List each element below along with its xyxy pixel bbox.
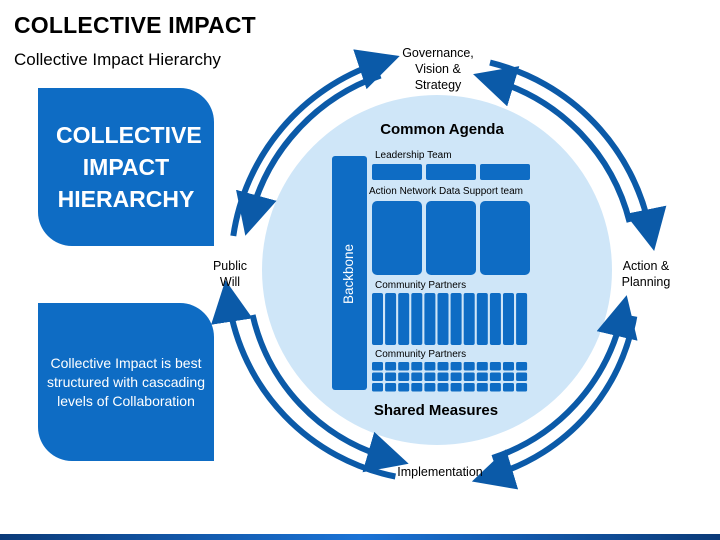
community-partner-small-block (424, 362, 436, 371)
community-partner-small-block (476, 362, 488, 371)
community-partner-small-block (516, 372, 528, 381)
community-partner-small-block (476, 383, 488, 392)
community-partners-label-1: Community Partners (375, 280, 466, 291)
backbone-bar (332, 156, 367, 390)
community-partner-block (489, 293, 501, 345)
action-planning-label-line-1: Action & (622, 259, 670, 273)
community-partner-small-block (463, 372, 475, 381)
arrow-public-to-implementation (249, 314, 409, 473)
community-partner-block (411, 293, 423, 345)
arrow-governance-to-public (236, 72, 382, 236)
community-partner-small-block (385, 362, 397, 371)
community-partner-small-block (372, 362, 383, 371)
community-partner-small-block (411, 372, 423, 381)
community-partner-small-block (398, 383, 410, 392)
governance-label-line-3: Strategy (414, 78, 462, 92)
community-partner-small-block (437, 383, 449, 392)
shared-measures-label: Shared Measures (374, 402, 498, 419)
action-network-block (426, 201, 476, 275)
arrow-action-to-implementation (471, 315, 638, 490)
community-partner-block (476, 293, 488, 345)
community-partner-small-block (489, 362, 501, 371)
community-partner-small-block (411, 362, 423, 371)
backbone-label: Backbone (341, 244, 356, 304)
community-partners-label-2: Community Partners (375, 349, 466, 360)
community-partner-block (437, 293, 449, 345)
hierarchy-title-box: COLLECTIVE IMPACT HIERARCHY (38, 88, 214, 246)
action-network-block (372, 201, 422, 275)
community-partner-small-block (385, 372, 397, 381)
leadership-team-block (426, 164, 476, 180)
governance-label-line-1: Governance, (402, 46, 474, 60)
governance-label-line-2: Vision & (415, 62, 461, 76)
community-partner-small-block (450, 383, 462, 392)
community-partner-small-block (398, 362, 410, 371)
community-partner-block (516, 293, 528, 345)
arrow-implementation-to-action (491, 295, 638, 461)
action-network-label: Action Network Data Support team (369, 186, 523, 197)
community-partner-small-block (503, 383, 514, 392)
community-partner-small-block (372, 383, 383, 392)
arrow-implementation-to-public (211, 280, 396, 480)
footer-bar (0, 534, 720, 540)
community-partner-small-block (489, 383, 501, 392)
public-will-label-line-2: Will (219, 275, 241, 289)
implementation-label: Implementation (385, 464, 495, 480)
public-will-label-line-1: Public (212, 259, 248, 273)
governance-label: Governance, Vision & Strategy (392, 45, 484, 93)
hierarchy-title-line-3: HIERARCHY (57, 186, 195, 212)
common-agenda-label: Common Agenda (380, 121, 504, 138)
community-partner-small-block (424, 383, 436, 392)
community-partner-block (450, 293, 462, 345)
community-partner-small-block (503, 362, 514, 371)
community-partner-small-block (437, 372, 449, 381)
action-planning-label-line-2: Planning (621, 275, 671, 289)
arrow-governance-to-action (489, 59, 667, 251)
community-partner-block (398, 293, 410, 345)
community-partner-block (424, 293, 436, 345)
community-partner-small-block (424, 372, 436, 381)
community-partner-block (503, 293, 514, 345)
description-text: Collective Impact is best structured wit… (47, 354, 205, 409)
implementation-label-line-1: Implementation (397, 465, 483, 479)
leadership-team-label: Leadership Team (375, 150, 452, 161)
page-subtitle: Collective Impact Hierarchy (14, 50, 221, 69)
community-partner-small-block (489, 372, 501, 381)
action-planning-label: Action & Planning (608, 258, 684, 290)
community-partner-block (463, 293, 475, 345)
community-partner-small-block (516, 383, 528, 392)
arrow-action-to-governance (473, 66, 633, 223)
leadership-team-block (372, 164, 422, 180)
community-partner-small-block (385, 383, 397, 392)
page-title: COLLECTIVE IMPACT (14, 12, 256, 38)
community-partner-small-block (398, 372, 410, 381)
hierarchy-title-line-2: IMPACT (82, 154, 170, 180)
community-partner-small-block (437, 362, 449, 371)
description-box: Collective Impact is best structured wit… (38, 303, 214, 461)
community-partner-small-block (411, 383, 423, 392)
community-partner-small-block (372, 372, 383, 381)
community-partner-small-block (450, 362, 462, 371)
hierarchy-title-line-1: COLLECTIVE (56, 122, 202, 148)
action-network-block (480, 201, 530, 275)
community-partner-block (372, 293, 383, 345)
leadership-team-block (480, 164, 530, 180)
community-partner-small-block (463, 362, 475, 371)
community-partner-small-block (503, 372, 514, 381)
community-partner-block (385, 293, 397, 345)
public-will-label: Public Will (200, 258, 260, 290)
community-partner-small-block (516, 362, 528, 371)
community-partner-small-block (463, 383, 475, 392)
community-partner-small-block (476, 372, 488, 381)
community-partner-small-block (450, 372, 462, 381)
